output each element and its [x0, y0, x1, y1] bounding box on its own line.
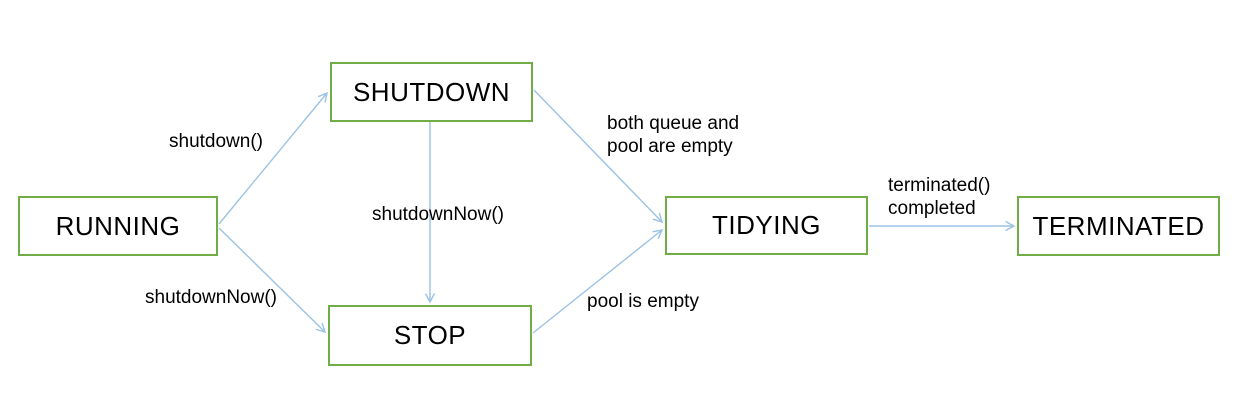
transition-label-shutdownnow-lower: shutdownNow() [145, 287, 277, 308]
arrow-running-to-shutdown [218, 93, 327, 225]
state-label-tidying: TIDYING [712, 210, 821, 240]
transition-label-terminated-completed: terminated() completed [888, 175, 991, 219]
arrow-shutdown-to-tidying [533, 89, 662, 222]
arrow-stop-to-tidying [532, 230, 662, 334]
state-box-shutdown: SHUTDOWN [330, 62, 533, 122]
state-label-running: RUNNING [55, 210, 181, 241]
transition-label-both-queue-and-pool-empty: both queue and pool are empty [607, 113, 740, 157]
state-box-terminated: TERMINATED [1017, 196, 1220, 256]
transition-label-shutdown: shutdown() [169, 131, 263, 152]
transition-label-shutdownnow-middle: shutdownNow() [372, 204, 504, 225]
state-box-tidying: TIDYING [665, 196, 868, 255]
state-label-terminated: TERMINATED [1032, 210, 1205, 241]
arrow-running-to-stop [218, 227, 325, 332]
state-box-running: RUNNING [18, 196, 218, 256]
state-label-shutdown: SHUTDOWN [352, 76, 511, 107]
state-label-stop: STOP [393, 320, 467, 350]
transition-label-pool-is-empty: pool is empty [587, 291, 699, 312]
state-box-stop: STOP [328, 305, 532, 366]
